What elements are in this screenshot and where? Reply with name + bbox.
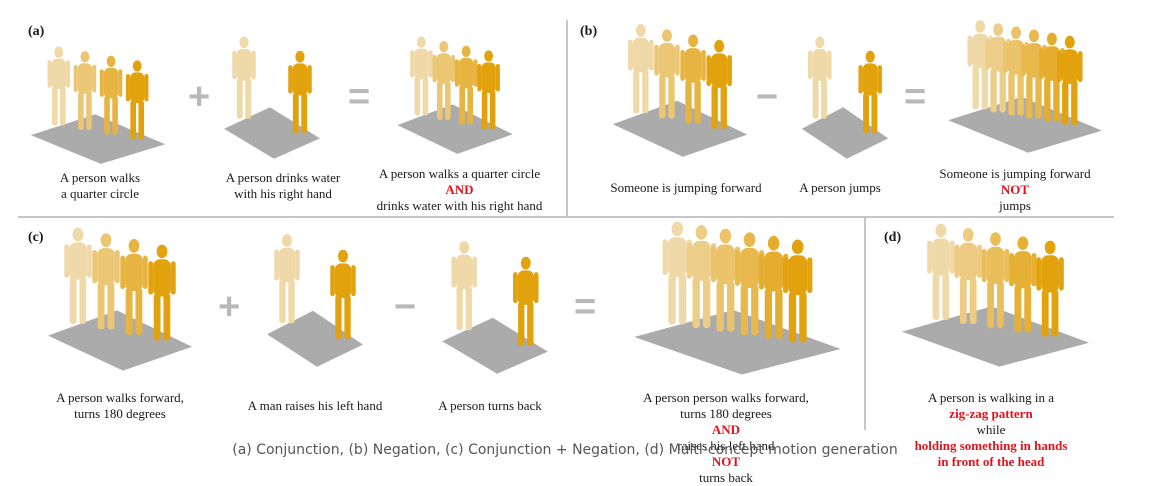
panel-c-motion-2 [267, 234, 363, 367]
divider-vertical-bottom [864, 218, 866, 430]
human-figure [477, 50, 500, 130]
human-figure [858, 50, 882, 134]
panel-a-motion-3 [397, 36, 513, 154]
floor-plane [801, 107, 889, 159]
floor-plane [48, 310, 192, 371]
human-figure [99, 55, 123, 135]
panel-c-caption-1: A person walks forward,turns 180 degrees [56, 390, 184, 421]
human-figure [64, 227, 92, 324]
panel-c-and-keyword: AND [711, 422, 741, 437]
panel-d-head-keyword: in front of the head [937, 454, 1045, 469]
panel-d-zigzag-keyword: zig-zag pattern [949, 406, 1033, 421]
human-figure [628, 24, 654, 114]
panel-c-caption-4: A person person walks forward, turns 180… [596, 390, 856, 486]
human-figure [288, 50, 312, 134]
human-figure [1009, 236, 1037, 333]
floor-plane [397, 104, 513, 154]
panel-b-motion-1 [612, 24, 748, 157]
panel-a-caption-3: A person walks a quarter circle AND drin… [362, 166, 557, 214]
human-figure [451, 241, 477, 331]
panel-b-minus-operator: − [756, 76, 779, 118]
panel-d-motion-1 [901, 223, 1090, 367]
panel-c-motion-1 [48, 227, 192, 371]
panel-c-minus-operator: − [394, 286, 417, 328]
panel-b-motion-3 [948, 20, 1102, 153]
panel-b-label: (b) [580, 24, 598, 39]
panel-b-motion-2 [801, 36, 889, 159]
human-figure [710, 228, 741, 332]
human-figure [125, 60, 149, 140]
panel-d-caption: A person is walking in a zig-zag pattern… [872, 390, 1110, 470]
panel-a-plus-operator: + [188, 76, 211, 118]
human-figure [432, 41, 456, 121]
human-figure [680, 34, 706, 124]
floor-plane [30, 114, 166, 164]
divider-horizontal [18, 216, 1114, 218]
panel-c-motion-4 [634, 221, 841, 375]
panel-c-caption-2: A man raises his left hand [247, 398, 383, 413]
human-figure [92, 233, 120, 330]
panel-a-motion-1 [30, 46, 166, 164]
panel-a-label: (a) [28, 24, 45, 39]
floor-plane [442, 317, 548, 374]
floor-plane [634, 310, 841, 375]
panel-a-equals-operator: = [348, 76, 371, 118]
panel-b-not-keyword: NOT [1000, 182, 1030, 197]
panel-b-caption-3: Someone is jumping forward NOT jumps [930, 166, 1100, 214]
panel-b-caption-1: Someone is jumping forward [610, 180, 762, 195]
panel-b-caption-2: A person jumps [799, 180, 881, 195]
human-figure [654, 29, 680, 119]
panel-c-label: (c) [28, 230, 44, 245]
human-figure [73, 51, 97, 131]
panel-c-motion-3 [442, 241, 548, 374]
panel-a-motion-2 [224, 36, 320, 159]
human-figure [454, 45, 478, 125]
human-figure [1036, 240, 1064, 337]
divider-vertical-top [566, 20, 568, 216]
panel-c-equals-operator: = [574, 286, 597, 328]
human-figure [783, 239, 813, 343]
floor-plane [948, 96, 1102, 153]
panel-c-not-keyword: NOT [711, 454, 741, 469]
panel-b-equals-operator: = [904, 76, 927, 118]
floor-plane [901, 306, 1090, 367]
panel-c-plus-operator: + [218, 286, 241, 328]
floor-plane [224, 107, 320, 159]
human-figure [927, 223, 955, 320]
human-figure [808, 36, 832, 119]
panel-d-label: (d) [884, 230, 902, 245]
panel-d-holding-keyword: holding something in hands [914, 438, 1068, 453]
floor-plane [612, 100, 748, 157]
floor-plane [267, 310, 363, 367]
human-figure [513, 256, 539, 346]
human-figure [410, 36, 433, 116]
human-figure [47, 46, 71, 126]
human-figure [120, 239, 148, 336]
human-figure [1057, 35, 1083, 125]
human-figure [981, 232, 1010, 329]
panel-a-and-keyword: AND [445, 182, 474, 197]
human-figure [330, 249, 356, 339]
human-figure [232, 36, 256, 119]
human-figure [706, 39, 732, 129]
panel-c-caption-3: A person turns back [438, 398, 542, 413]
human-figure [274, 234, 300, 324]
human-figure [954, 228, 982, 325]
figure-caption: (a) Conjunction, (b) Negation, (c) Conju… [232, 442, 898, 458]
human-figure [148, 244, 176, 341]
